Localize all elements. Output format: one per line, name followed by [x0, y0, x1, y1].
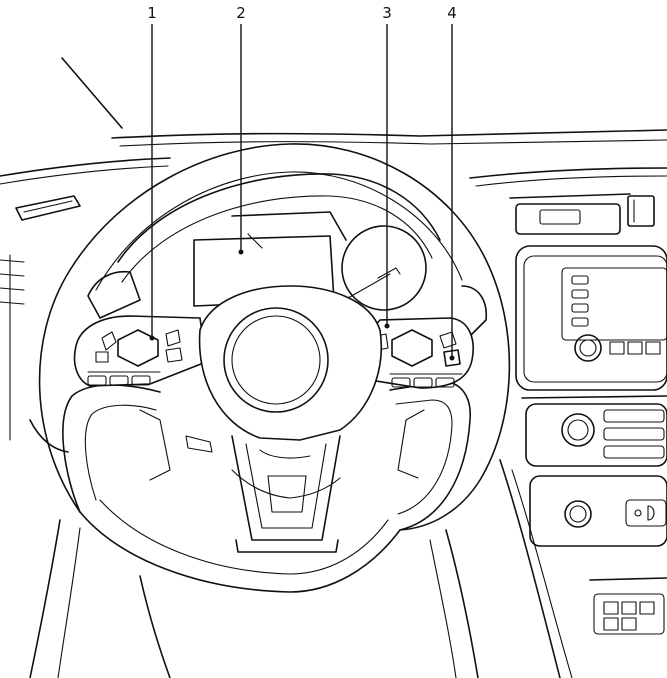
- callout-2-dot: [238, 249, 244, 255]
- right-switch-panel: [365, 317, 474, 389]
- callout-4-dot: [449, 355, 455, 361]
- callout-2-label: 2: [236, 4, 246, 22]
- callout-4-label: 4: [447, 4, 457, 22]
- airbag-cover: [223, 307, 329, 413]
- callout-1-dot: [149, 335, 155, 341]
- lower-cabin: [29, 419, 479, 678]
- steering-wheel: [38, 143, 511, 593]
- callout-3-dot: [384, 323, 390, 329]
- callouts: 1 2 3 4: [147, 4, 457, 361]
- callout-1-label: 1: [147, 4, 157, 22]
- steering-hub: [198, 285, 382, 441]
- dashboard: [0, 57, 667, 441]
- callout-3-label: 3: [382, 4, 392, 22]
- center-stack: [499, 193, 667, 678]
